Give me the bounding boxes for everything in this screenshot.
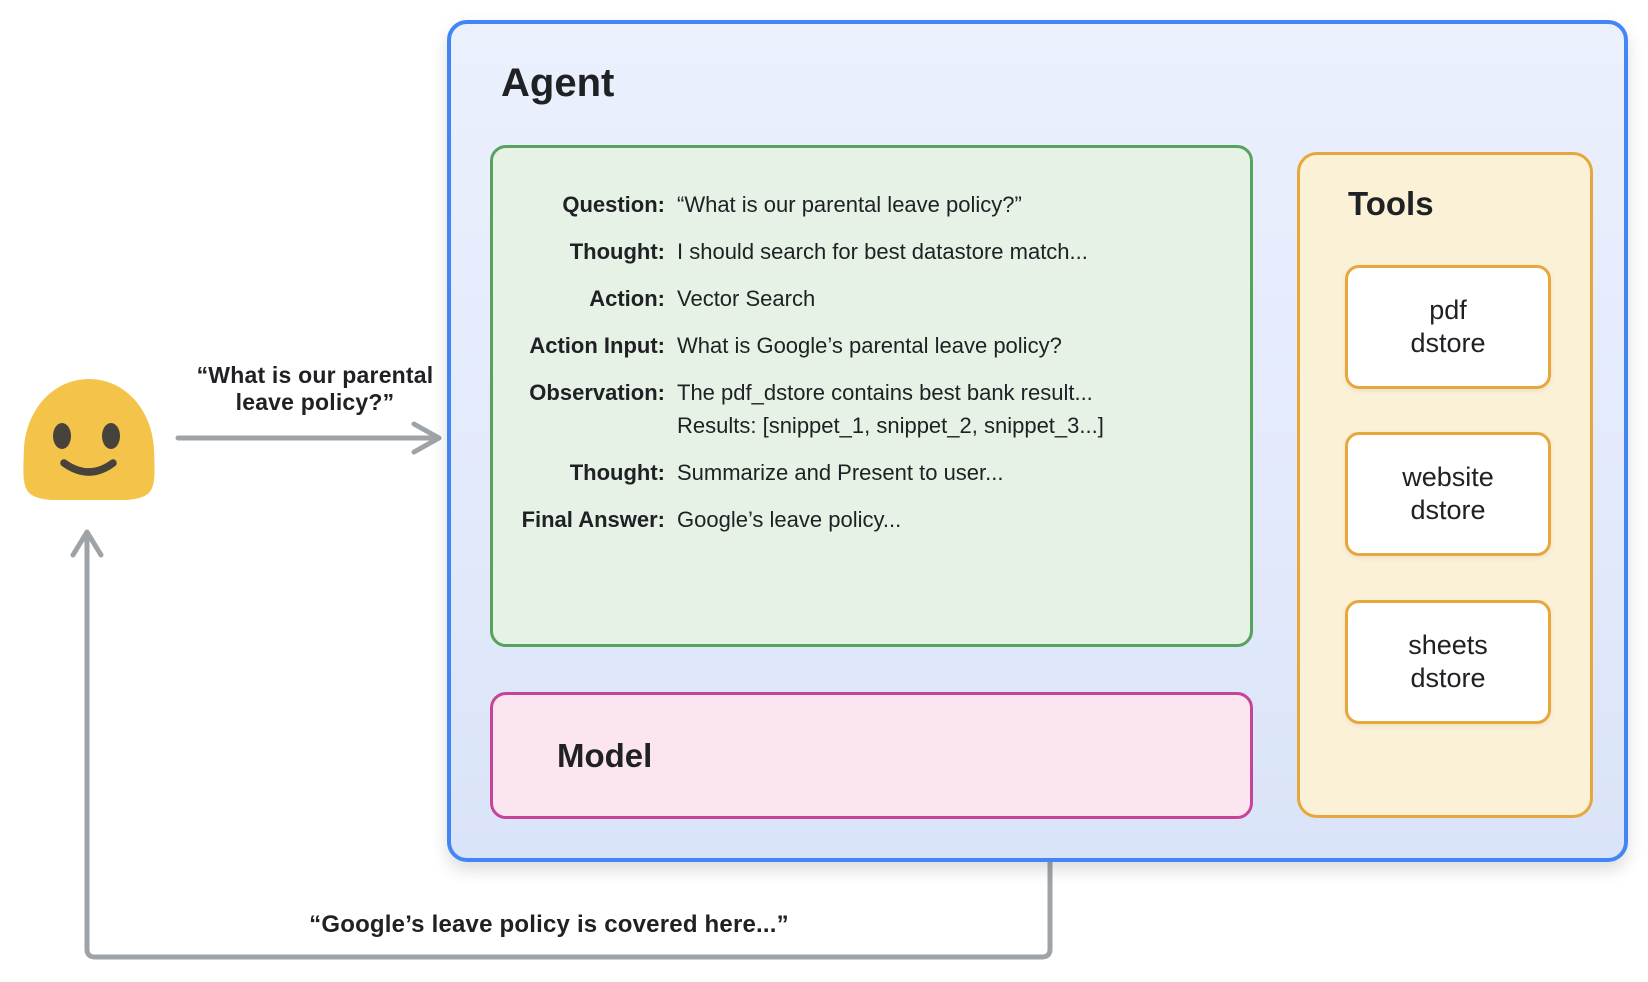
agent-response-label: “Google’s leave policy is covered here..… — [309, 911, 789, 938]
tool-card-label-line2: dstore — [1410, 663, 1486, 693]
scratchpad-value: The pdf_dstore contains best bank result… — [677, 376, 1104, 442]
tool-card-label-line1: pdf — [1429, 295, 1467, 325]
agent-container: Agent Question: “What is our parental le… — [447, 20, 1628, 862]
scratchpad-row: Question: “What is our parental leave po… — [499, 188, 1232, 221]
user-request-label: “What is our parental leave policy?” — [155, 362, 475, 416]
agent-title: Agent — [501, 61, 615, 105]
scratchpad-label: Action Input: — [529, 333, 665, 358]
scratchpad-label: Thought: — [569, 239, 665, 264]
scratchpad-value: What is Google’s parental leave policy? — [677, 333, 1062, 358]
tool-card-sheets-dstore: sheets dstore — [1345, 600, 1551, 724]
scratchpad-label: Action: — [589, 286, 665, 311]
scratchpad-value: “What is our parental leave policy?” — [677, 192, 1022, 217]
user-request-line1: “What is our parental — [196, 362, 434, 388]
scratchpad-panel: Question: “What is our parental leave po… — [490, 145, 1253, 647]
scratchpad-value-line2: Results: [snippet_1, snippet_2, snippet_… — [677, 413, 1104, 438]
scratchpad-row: Final Answer: Google’s leave policy... — [499, 503, 1232, 536]
user-emoji — [14, 376, 164, 504]
tool-card-pdf-dstore: pdf dstore — [1345, 265, 1551, 389]
scratchpad-label: Final Answer: — [521, 507, 665, 532]
scratchpad-row: Action: Vector Search — [499, 282, 1232, 315]
scratchpad-value: Summarize and Present to user... — [677, 460, 1004, 485]
request-arrow — [175, 421, 442, 455]
scratchpad-label: Observation: — [529, 380, 665, 405]
tool-card-website-dstore: website dstore — [1345, 432, 1551, 556]
model-title: Model — [557, 736, 653, 774]
model-box: Model — [490, 692, 1253, 819]
scratchpad-row: Observation: The pdf_dstore contains bes… — [499, 376, 1232, 442]
user-request-line2: leave policy?” — [235, 389, 395, 415]
tool-card-label-line1: sheets — [1408, 630, 1488, 660]
scratchpad-row: Action Input: What is Google’s parental … — [499, 329, 1232, 362]
tool-card-label-line2: dstore — [1410, 328, 1486, 358]
tools-panel: Tools pdf dstore website dstore sheets d… — [1297, 152, 1593, 818]
scratchpad-row: Thought: I should search for best datast… — [499, 235, 1232, 268]
scratchpad-value-line1: The pdf_dstore contains best bank result… — [677, 380, 1093, 405]
scratchpad-row: Thought: Summarize and Present to user..… — [499, 456, 1232, 489]
tool-card-label-line1: website — [1402, 462, 1494, 492]
scratchpad-value: Google’s leave policy... — [677, 507, 902, 532]
tool-card-label-line2: dstore — [1410, 495, 1486, 525]
scratchpad-label: Thought: — [569, 460, 665, 485]
blob-face-icon — [23, 379, 155, 500]
scratchpad-value: Vector Search — [677, 286, 816, 311]
tools-title: Tools — [1348, 185, 1434, 222]
scratchpad-label: Question: — [562, 192, 665, 217]
scratchpad-value: I should search for best datastore match… — [677, 239, 1088, 264]
